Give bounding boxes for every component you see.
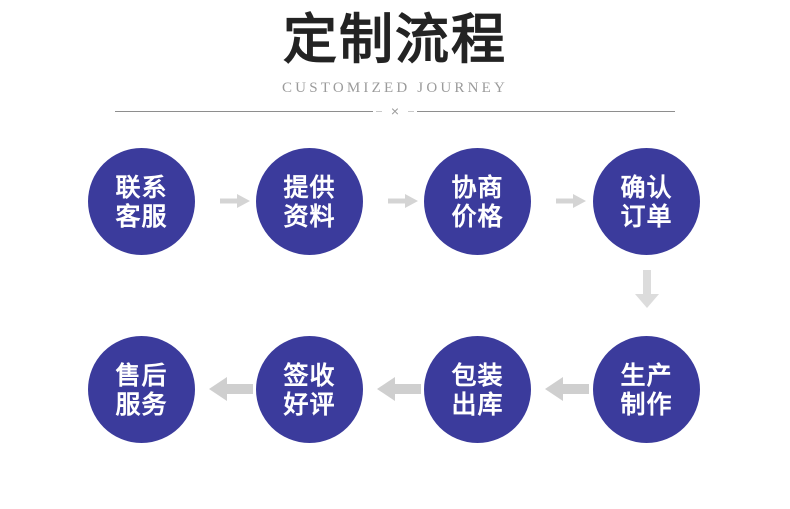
divider-rule-right xyxy=(417,110,675,112)
arrow-right-icon xyxy=(556,194,586,208)
flow-node-label-line2: 订单 xyxy=(620,201,673,231)
divider-rule-left xyxy=(115,110,373,112)
flow-node-label-line2: 服务 xyxy=(115,389,168,419)
divider-dot-left xyxy=(375,110,382,112)
flow-node-label-line1: 售后 xyxy=(115,360,168,390)
arrow-right-icon xyxy=(220,194,250,208)
flow-node-negotiate-price[interactable]: 协商 价格 xyxy=(424,148,531,255)
page-header: 定制流程 CUSTOMIZED JOURNEY xyxy=(0,0,790,98)
flow-node-after-sales-service[interactable]: 售后 服务 xyxy=(88,336,195,443)
flow-node-production[interactable]: 生产 制作 xyxy=(593,336,700,443)
flow-node-packaging-shipping[interactable]: 包装 出库 xyxy=(424,336,531,443)
arrow-down-icon xyxy=(635,270,659,308)
divider-cross-icon: × xyxy=(390,103,400,119)
flow-node-label-line2: 出库 xyxy=(451,389,504,419)
flow-node-label-line1: 确认 xyxy=(620,172,673,202)
flow-node-label-line2: 制作 xyxy=(620,389,673,419)
flow-node-receipt-review[interactable]: 签收 好评 xyxy=(256,336,363,443)
divider-dot-right xyxy=(408,110,415,112)
flow-node-label-line1: 生产 xyxy=(620,360,673,390)
arrow-left-icon xyxy=(377,377,421,401)
flow-node-label-line1: 签收 xyxy=(283,360,336,390)
arrow-left-icon xyxy=(209,377,253,401)
flow-node-provide-materials[interactable]: 提供 资料 xyxy=(256,148,363,255)
flow-node-label-line2: 客服 xyxy=(115,201,168,231)
page-title: 定制流程 xyxy=(283,8,507,71)
flow-node-label-line2: 价格 xyxy=(451,201,504,231)
page-subtitle: CUSTOMIZED JOURNEY xyxy=(281,80,509,96)
flow-node-label-line1: 提供 xyxy=(283,172,336,202)
flow-node-contact-service[interactable]: 联系 客服 xyxy=(88,148,195,255)
flow-node-label-line2: 好评 xyxy=(283,389,336,419)
flow-node-label-line1: 联系 xyxy=(115,172,168,202)
flow-node-label-line2: 资料 xyxy=(283,201,336,231)
divider: × xyxy=(115,100,675,122)
arrow-left-icon xyxy=(545,377,589,401)
flow-node-confirm-order[interactable]: 确认 订单 xyxy=(593,148,700,255)
flow-node-label-line1: 包装 xyxy=(451,360,504,390)
arrow-right-icon xyxy=(388,194,418,208)
flow-node-label-line1: 协商 xyxy=(451,172,504,202)
